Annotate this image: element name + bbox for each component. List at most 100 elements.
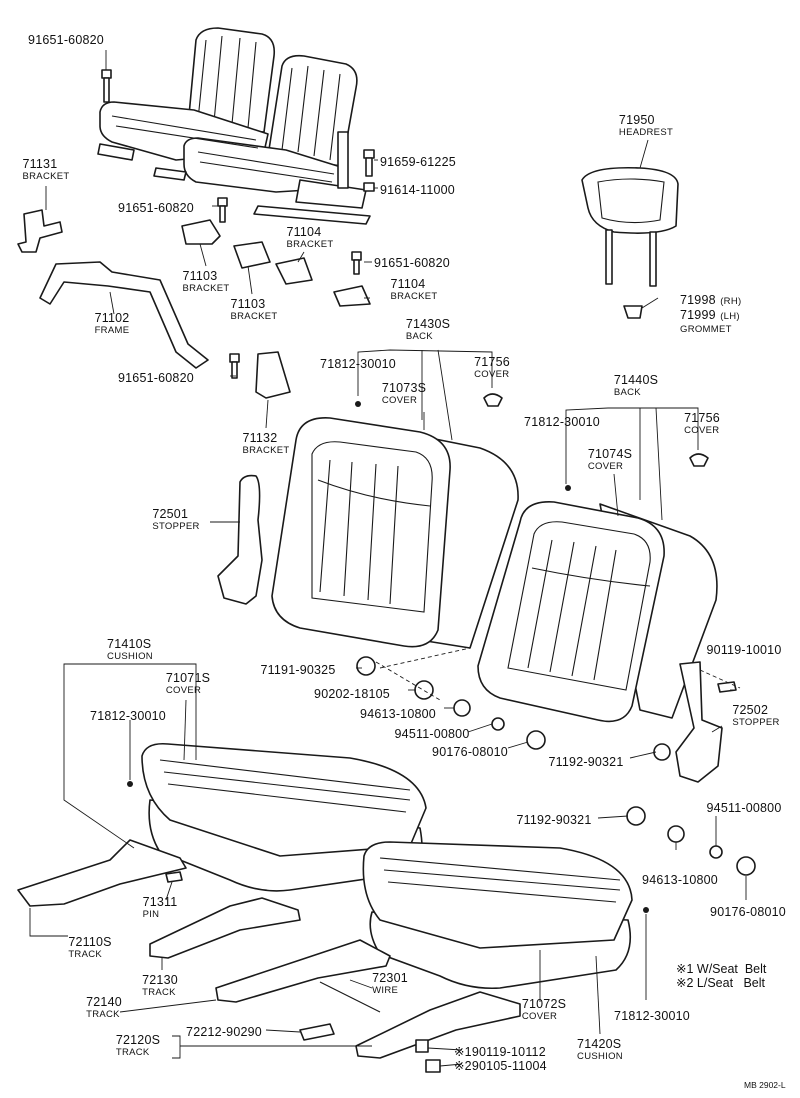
leader-lines (29, 50, 747, 1067)
label-90119-10112: ※190119-10112 (454, 1045, 546, 1059)
label-71812-c: 71812-30010 (90, 709, 166, 723)
legend: ※1 W/Seat Belt※2 L/Seat Belt (676, 962, 766, 991)
washer-71192-b (626, 806, 646, 826)
label-91651-low: 91651-60820 (118, 371, 194, 385)
bolt-90119-10112 (415, 1039, 429, 1053)
label-71812-d: 71812-30010 (614, 1009, 690, 1023)
washer-71191 (356, 656, 376, 676)
label-91651-right: 91651-60820 (374, 256, 450, 270)
washer-94613-a (453, 699, 471, 717)
label-90176-a: 90176-08010 (432, 745, 508, 759)
grommet-71998 (623, 305, 643, 319)
bolt-91651-mid (217, 197, 228, 223)
label-94613-b: 94613-10800 (642, 873, 718, 887)
nut-94511-b (709, 845, 723, 859)
label-91651-mid: 91651-60820 (118, 201, 194, 215)
label-90176-b: 90176-08010 (710, 905, 786, 919)
label-94511-a: 94511-00800 (394, 727, 470, 741)
track-72130 (149, 897, 301, 959)
label-71192-b: 71192-90321 (516, 813, 592, 827)
track-72110S (17, 839, 187, 907)
seat-cushion-71420S (362, 841, 649, 990)
bracket-71104-a (275, 257, 313, 285)
washer-90202 (414, 680, 434, 700)
label-72212: 72212-90290 (186, 1025, 262, 1039)
bolt-91651-top (101, 69, 112, 103)
label-90119-10010: 90119-10010 (706, 643, 782, 657)
part-72212 (299, 1023, 335, 1041)
label-71812-a: 71812-30010 (320, 357, 396, 371)
label-71998: 71998 (RH) (680, 293, 742, 307)
footer-code: MB 2902-L (744, 1080, 786, 1090)
bolt-90105-11004 (425, 1059, 441, 1073)
label-90105-11004: ※290105-11004 (454, 1059, 547, 1073)
label-94613-a: 94613-10800 (360, 707, 436, 721)
label-71999: 71999 (LH)GROMMET (680, 308, 740, 335)
bolt-91659 (363, 149, 375, 177)
label-91659: 91659-61225 (380, 155, 456, 169)
seat-back-71430S (271, 393, 519, 649)
frame-71102 (39, 261, 209, 369)
bolt-91651-right (351, 251, 362, 275)
bolt-91651-low (229, 353, 240, 379)
bolt-90119-10010 (717, 681, 737, 693)
stopper-72502 (675, 661, 723, 783)
bracket-71131 (17, 209, 63, 253)
label-71192-a: 71192-90321 (548, 755, 624, 769)
nut-91614 (363, 182, 375, 192)
legend-line-2: ※2 L/Seat Belt (676, 976, 765, 991)
bracket-71132 (255, 351, 291, 399)
nut-94511-a (491, 717, 505, 731)
label-91614: 91614-11000 (380, 183, 455, 197)
headrest-71950 (581, 166, 679, 287)
legend-line-1: ※1 W/Seat Belt (676, 962, 767, 976)
label-94511-b: 94511-00800 (706, 801, 782, 815)
label-71191: 71191-90325 (260, 663, 336, 677)
track-72140 (215, 939, 391, 1003)
bracket-71103-b (233, 241, 271, 269)
washer-71192-a (653, 743, 671, 761)
track-72120S (355, 991, 521, 1059)
bracket-71103-a (181, 219, 221, 245)
wire-72301 (319, 981, 381, 1013)
nut-90176-b (736, 856, 756, 876)
seat-cushion-71410S (127, 742, 427, 892)
label-71812-b: 71812-30010 (524, 415, 600, 429)
stopper-72501 (217, 474, 263, 605)
label-90202: 90202-18105 (314, 687, 390, 701)
bench-seat-assembly (97, 27, 371, 225)
bracket-71104-b (333, 285, 371, 307)
nut-90176-a (526, 730, 546, 750)
pin-71311 (165, 871, 183, 883)
label-91651-top: 91651-60820 (28, 33, 104, 47)
washer-94613-b (667, 825, 685, 843)
